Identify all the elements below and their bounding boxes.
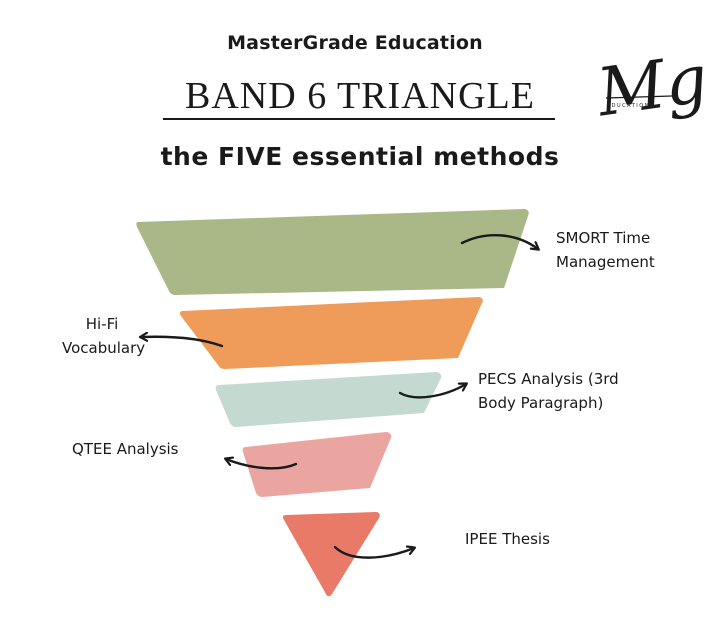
tier-5-label-line-1: IPEE Thesis [465, 530, 550, 548]
arrow-tier-1 [460, 233, 538, 249]
page-subtitle: the FIVE essential methods [160, 142, 560, 171]
tier-4-label: QTEE Analysis [72, 437, 179, 461]
mg-logo: Mg EDUCATION [592, 40, 712, 132]
logo-tagline: EDUCATION [607, 103, 650, 109]
tier-5-band [282, 512, 380, 597]
title-underline [163, 118, 555, 120]
tier-2-label-line-1: Hi-Fi [85, 315, 119, 333]
logo-monogram: Mg [592, 40, 712, 132]
arrow-tier-5 [333, 547, 414, 559]
tier-4-band [242, 432, 392, 497]
tier-5-label: IPEE Thesis [465, 527, 550, 551]
arrow-tier-2 [141, 337, 224, 348]
arrow-tier-3 [398, 384, 466, 399]
tier-2-label-line-2: Vocabulary [62, 339, 146, 357]
arrow-tier-4 [226, 459, 298, 470]
tier-1-band [136, 209, 529, 295]
brand-name: MasterGrade Education [227, 32, 483, 54]
logo-underline [605, 95, 673, 99]
tier-3-band [215, 372, 442, 427]
tier-3-label-line-1: PECS Analysis (3rd [478, 370, 619, 388]
tier-3-label: PECS Analysis (3rd Body Paragraph) [478, 367, 619, 415]
tier-1-label-line-1: SMORT Time [556, 229, 651, 247]
page-title: BAND 6 TRIANGLE [185, 75, 535, 117]
tier-1-label-line-2: Management [556, 253, 655, 271]
tier-4-label-line-1: QTEE Analysis [72, 440, 179, 458]
tier-2-band [179, 297, 483, 369]
tier-3-label-line-2: Body Paragraph) [478, 394, 604, 412]
tier-2-label: Hi-Fi Vocabulary [62, 312, 146, 360]
tier-1-label: SMORT Time Management [556, 226, 655, 274]
